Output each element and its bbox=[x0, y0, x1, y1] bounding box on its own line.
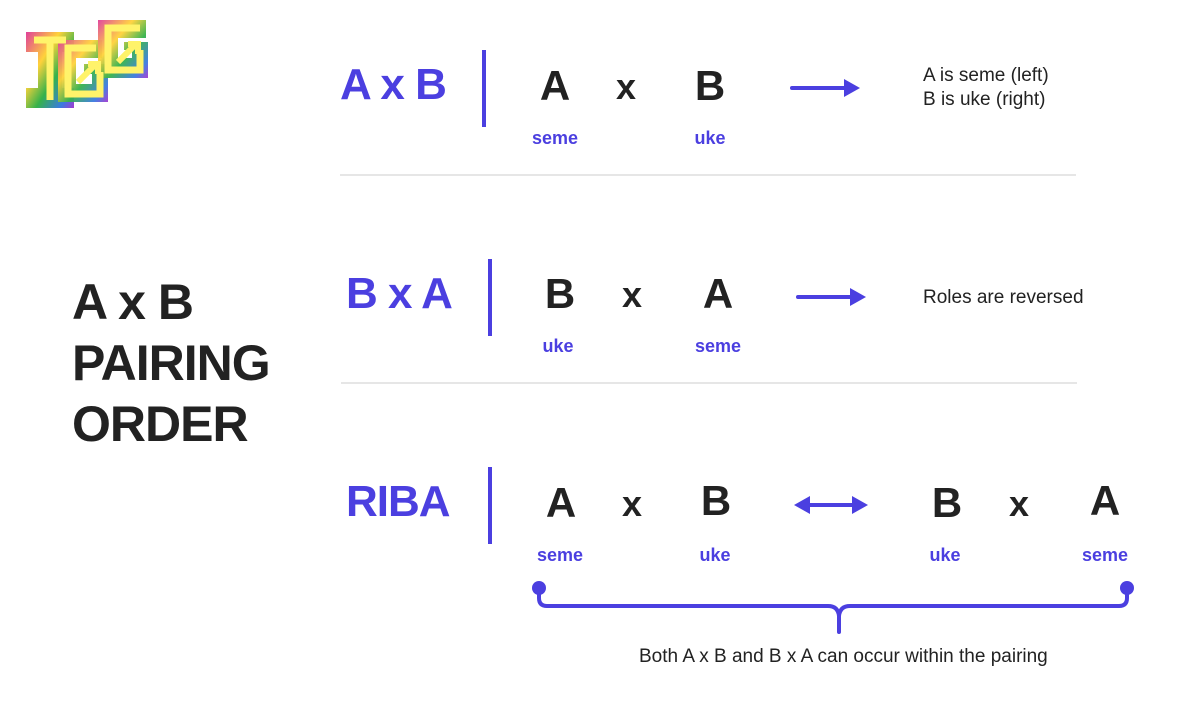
pair-x: x bbox=[621, 274, 643, 315]
role-label: uke bbox=[694, 128, 726, 148]
role-label: seme bbox=[694, 336, 742, 356]
separator bbox=[340, 174, 1076, 176]
role-label: uke bbox=[699, 545, 731, 565]
pair-x: x bbox=[615, 66, 637, 107]
row-divider-3 bbox=[488, 467, 492, 544]
row-label-axb: A x B bbox=[340, 60, 447, 109]
pair-right-letter: B bbox=[694, 62, 726, 109]
role-label: seme bbox=[531, 128, 579, 148]
pair-left-letter: B bbox=[931, 479, 963, 526]
role-label: uke bbox=[929, 545, 961, 565]
bracket-icon bbox=[532, 581, 1134, 634]
pair-left-letter: B bbox=[544, 270, 576, 317]
main-title: A x B PAIRING ORDER bbox=[72, 272, 271, 455]
riba-caption: Both A x B and B x A can occur within th… bbox=[639, 646, 1048, 667]
pair-right-letter: B bbox=[700, 477, 732, 524]
right-arrow-icon bbox=[796, 288, 866, 306]
row-description: A is seme (left) B is uke (right) bbox=[923, 64, 1049, 112]
title-line-2: PAIRING bbox=[72, 335, 271, 391]
pair-right-letter: A bbox=[1089, 477, 1121, 524]
row-divider-2 bbox=[488, 259, 492, 336]
double-arrow-icon bbox=[794, 496, 868, 514]
role-label: seme bbox=[536, 545, 584, 565]
row-description: Roles are reversed bbox=[923, 287, 1084, 308]
row-divider-1 bbox=[482, 50, 486, 127]
title-line-3: ORDER bbox=[72, 396, 249, 452]
role-label: seme bbox=[1081, 545, 1129, 565]
pair-x: x bbox=[1008, 483, 1030, 524]
description-line: B is uke (right) bbox=[923, 89, 1046, 110]
igg-logo-icon bbox=[26, 20, 148, 108]
right-arrow-icon bbox=[790, 79, 860, 97]
title-line-1: A x B bbox=[72, 274, 194, 330]
pair-left-letter: A bbox=[545, 479, 577, 526]
description-line: A is seme (left) bbox=[923, 65, 1049, 86]
pair-left-letter: A bbox=[539, 62, 571, 109]
row-label-bxa: B x A bbox=[346, 269, 453, 318]
pair-x: x bbox=[621, 483, 643, 524]
pair-right-letter: A bbox=[702, 270, 734, 317]
role-label: uke bbox=[542, 336, 574, 356]
row-label-riba: RIBA bbox=[346, 477, 451, 526]
separator bbox=[341, 382, 1077, 384]
